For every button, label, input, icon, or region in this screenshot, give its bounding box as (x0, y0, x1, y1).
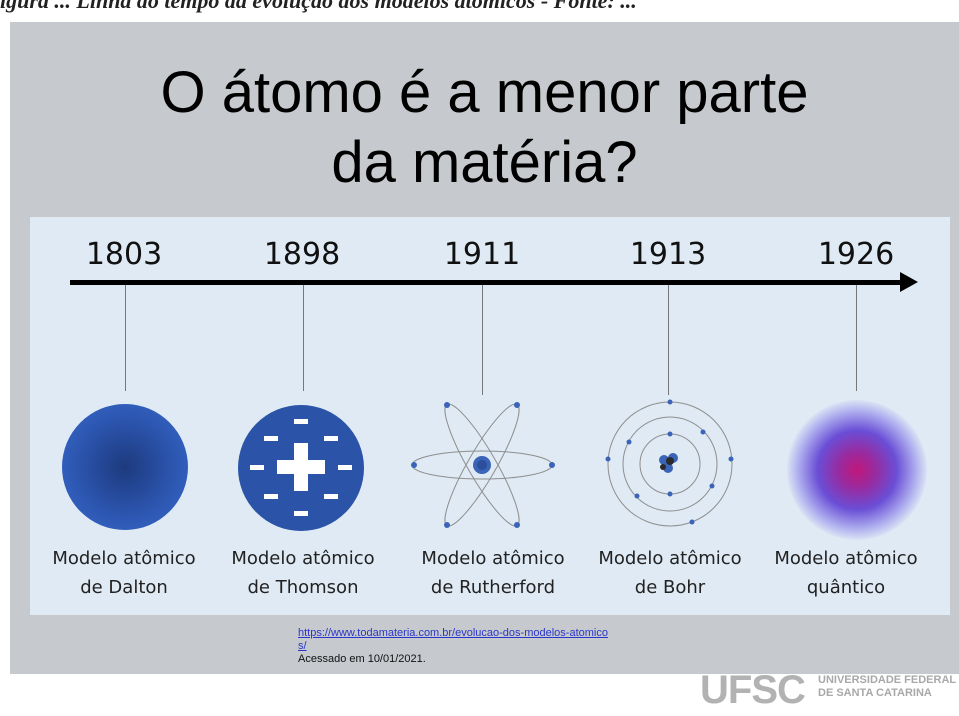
label-bohr-line2: de Bohr (634, 577, 706, 598)
ufsc-logo-mark: UFSC (700, 668, 806, 712)
source-link[interactable]: https://www.todamateria.com.br/evolucao-… (298, 627, 608, 653)
label-rutherford-line2: de Rutherford (430, 577, 556, 598)
ufsc-logo-text: UNIVERSIDADE FEDERAL DE SANTA CATARINA (818, 674, 956, 700)
label-bohr-line1: Modelo atômico (598, 548, 742, 569)
label-quantum: Modelo atômico quântico (756, 544, 936, 602)
year-1898: 1898 (263, 237, 341, 272)
timeline-arrow-icon (900, 272, 918, 292)
thomson-charges-icon (250, 419, 352, 516)
quantum-model-image (787, 400, 927, 540)
label-dalton: Modelo atômico de Dalton (34, 544, 214, 602)
connector-quantum (856, 285, 857, 391)
year-1911: 1911 (443, 237, 521, 272)
thomson-model-image (238, 405, 364, 531)
label-bohr: Modelo atômico de Bohr (580, 544, 760, 602)
bohr-model-image (605, 399, 734, 527)
label-quantum-line2: quântico (806, 577, 886, 598)
source-link-line2: s/ (298, 640, 307, 652)
title-line-2: da matéria? (331, 130, 638, 195)
label-dalton-line2: de Dalton (80, 577, 168, 598)
year-1803: 1803 (85, 237, 163, 272)
label-thomson: Modelo atômico de Thomson (213, 544, 393, 602)
connector-thomson (303, 285, 304, 391)
source-citation: https://www.todamateria.com.br/evolucao-… (298, 627, 608, 666)
ufsc-logo-line2: DE SANTA CATARINA (818, 687, 932, 699)
label-quantum-line1: Modelo atômico (774, 548, 918, 569)
connector-bohr (668, 285, 669, 395)
connector-dalton (125, 285, 126, 391)
year-1926: 1926 (817, 237, 895, 272)
label-dalton-line1: Modelo atômico (52, 548, 196, 569)
label-thomson-line2: de Thomson (247, 577, 359, 598)
connector-rutherford (482, 285, 483, 395)
accessed-date: Acessado em 10/01/2021. (298, 653, 426, 665)
label-thomson-line1: Modelo atômico (231, 548, 375, 569)
rutherford-model-image (411, 402, 555, 528)
slide-title: O átomo é a menor parte da matéria? (10, 58, 959, 198)
year-1913: 1913 (629, 237, 707, 272)
ufsc-logo-line1: UNIVERSIDADE FEDERAL (818, 674, 957, 686)
source-link-line1: https://www.todamateria.com.br/evolucao-… (298, 627, 608, 639)
dalton-model-image (62, 404, 188, 530)
cropped-caption-top: igura ... Linha do tempo da evolução dos… (0, 0, 637, 13)
title-line-1: O átomo é a menor parte (160, 60, 809, 125)
label-rutherford-line1: Modelo atômico (421, 548, 565, 569)
timeline-axis (70, 280, 905, 285)
label-rutherford: Modelo atômico de Rutherford (403, 544, 583, 602)
